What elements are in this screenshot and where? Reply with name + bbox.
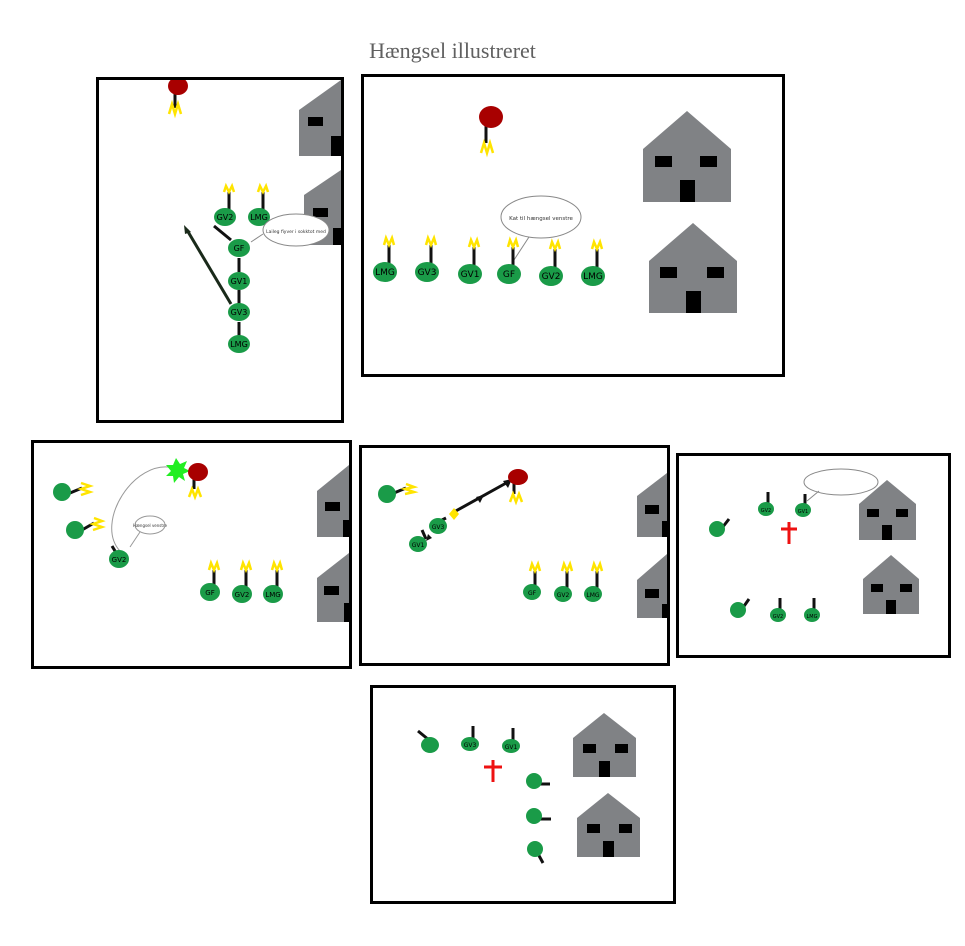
unit-lmg: LMG [373, 234, 397, 282]
unit-label: GV1 [231, 277, 248, 286]
unit-lmg: LMG [263, 559, 284, 603]
unit-label: GV3 [464, 742, 477, 749]
unit-label: LMG [265, 591, 280, 599]
unit-label: GV2 [112, 556, 127, 564]
unit-label: LMG [583, 272, 603, 282]
unit-label: GV2 [761, 508, 771, 514]
unit-gv3: GV3 [415, 234, 439, 282]
unit-gv2: GV2 [554, 560, 574, 602]
unit-label: LMG [807, 614, 818, 620]
speech-bubble [803, 468, 879, 502]
unit-down [66, 516, 106, 539]
unit-gv2: GV2 [539, 238, 563, 286]
unit-lmg: LMG [584, 560, 604, 602]
unit-label: GV2 [542, 272, 561, 282]
house-icon [637, 473, 667, 537]
unit-gv2: GV2 [232, 559, 253, 603]
unit-label: GV1 [798, 509, 808, 515]
unit-label: GV3 [432, 524, 445, 531]
speech-bubble: Hængsel venstre [129, 515, 168, 548]
speech-bubble: Kat til hængsel venstre [500, 195, 582, 264]
house-icon [317, 465, 349, 537]
house-icon [299, 80, 341, 156]
flash-icon [166, 458, 190, 483]
unit-label: GF [503, 270, 515, 280]
house-icon [649, 223, 737, 313]
unit-label: GV1 [412, 542, 425, 549]
unit-gv2: GV2 [214, 182, 236, 226]
house-icon [317, 553, 349, 622]
unit-gf: GF [213, 224, 250, 257]
unit-label: GV2 [235, 591, 250, 599]
unit-label: LMG [586, 592, 600, 599]
bubble-text: Laileg fiyver i sokktot med [266, 229, 326, 235]
house-icon [643, 111, 731, 202]
house-icon [577, 793, 640, 857]
unit-down [378, 482, 419, 503]
house-icon [637, 554, 667, 618]
cross-icon [781, 522, 797, 544]
enemy-icon [479, 106, 503, 158]
bubble-text: Kat til hængsel venstre [509, 216, 573, 222]
unit-down [730, 598, 751, 618]
unit-gv3: GV3 [429, 516, 447, 534]
unit-label: LMG [375, 268, 395, 278]
unit-label: GV1 [505, 744, 518, 751]
enemy-icon [508, 469, 528, 506]
unit-lmg: LMG [581, 238, 605, 286]
unit-gv3: GV3 [461, 726, 479, 751]
unit-label: GV2 [217, 213, 234, 222]
panel-5: GV2 GV1 GV2 LMG [676, 453, 951, 658]
speech-bubble: Laileg fiyver i sokktot med [250, 213, 330, 247]
unit-gf: GF [523, 560, 542, 600]
enemy-icon [187, 463, 208, 501]
unit-down [527, 841, 545, 864]
unit-label: GV2 [557, 592, 570, 599]
arrow-icon [453, 479, 512, 514]
unit-gv2: GV2 [109, 545, 129, 568]
unit-lmg: LMG [804, 598, 820, 622]
unit-gv1: GV1 [458, 236, 482, 284]
unit-label: GF [528, 590, 537, 597]
bubble-text: Hængsel venstre [133, 523, 168, 528]
unit-label: GV1 [461, 270, 480, 280]
house-icon [863, 555, 919, 614]
panel-4: GV3 GV1 GF [359, 445, 670, 666]
unit-down [526, 773, 550, 789]
unit-label: GF [205, 589, 214, 597]
unit-lmg: LMG [228, 335, 250, 353]
panel-1: GV2 LMG GF Laileg fiyver i sokktot med G… [96, 77, 344, 423]
panel-3: GV2 Hængsel venstre GF [31, 440, 352, 669]
house-icon [859, 480, 916, 540]
unit-label: LMG [230, 340, 248, 349]
unit-gf: GF [497, 236, 521, 284]
unit-down [53, 481, 94, 501]
unit-gv1: GV1 [502, 728, 520, 753]
unit-label: GV3 [418, 268, 437, 278]
cross-icon [484, 760, 502, 782]
unit-label: GV2 [773, 614, 783, 620]
unit-gv2: GV2 [770, 598, 786, 622]
unit-gv3: GV3 [228, 303, 250, 321]
panel-6: GV3 GV1 [370, 685, 676, 904]
enemy-icon [167, 80, 188, 119]
unit-down [526, 808, 551, 824]
house-icon [573, 713, 636, 777]
unit-gv1: GV1 [228, 272, 250, 290]
unit-gv1: GV1 [795, 494, 811, 517]
unit-gv2: GV2 [758, 492, 774, 516]
unit-gv1: GV1 [409, 529, 432, 552]
unit-down [417, 729, 439, 753]
arrow-icon [184, 225, 233, 305]
unit-down [709, 518, 731, 537]
unit-label: GV3 [231, 308, 248, 317]
unit-label: LMG [250, 213, 268, 222]
unit-gf: GF [200, 559, 221, 601]
page-title: Hængsel illustreret [369, 38, 536, 63]
unit-lmg: LMG [248, 182, 270, 226]
panel-2: Kat til hængsel venstre LMG GV3 GV1 GF [361, 74, 785, 377]
unit-label: GF [234, 244, 245, 253]
